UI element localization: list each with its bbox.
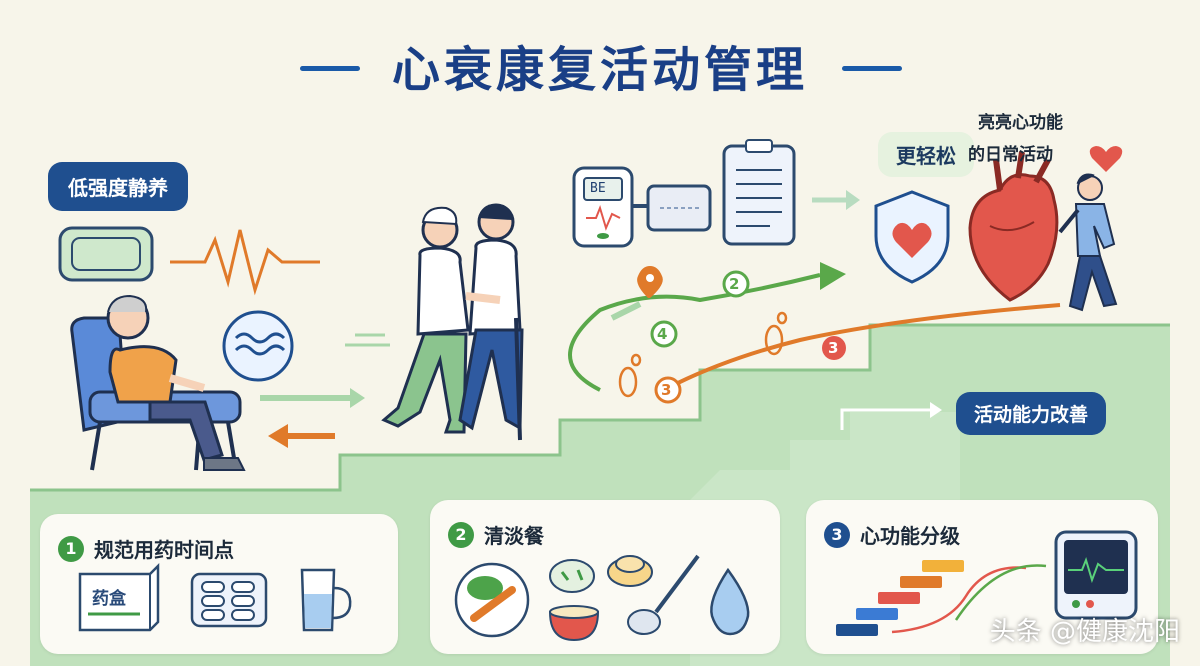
step-marker-3b [822,336,846,360]
title-right-rule [842,66,902,71]
card-2-number: 2 [448,521,474,548]
caption-bright-heart-line1: 亮亮心功能 [978,113,1063,133]
soup-bowl-icon [548,605,600,642]
card-3-title: 3 心功能分级 [824,520,960,549]
shield-heart-icon [874,190,950,284]
pill-blister-icon [190,572,268,628]
water-drop-icon [710,567,750,636]
footprint-icon [618,311,788,398]
bubble-activity-improved: 活动能力改善 [956,392,1107,435]
card-light-diet: 2 清淡餐 [430,500,780,654]
caption-bright-heart-line2: 的日常活动 [968,145,1053,165]
greens-bowl-icon [549,559,595,593]
breathing-icon [222,310,294,382]
card-medication-timing: 1 规范用药时间点 药盒 [40,514,398,654]
step-number-4: 4 [657,325,668,343]
title-left-rule [300,66,360,71]
card-2-icons [454,554,750,642]
cushion-icon [58,226,154,282]
heart-organ-icon [968,151,1059,302]
clipboard-icon [722,139,796,246]
steamed-bun-icon [607,555,653,587]
blood-pressure-monitor-icon [572,166,712,248]
card-1-title: 1 规范用药时间点 [58,534,234,563]
step-number-3a: 3 [661,381,672,399]
card-2-label: 清淡餐 [484,524,544,548]
bubble-lighter: 更轻松 [878,132,974,177]
location-pin-icon [637,266,663,298]
card-1-label: 规范用药时间点 [94,538,234,562]
card-3-icons [836,530,1138,636]
page-title: 心衰康复活动管理 [391,42,808,98]
orange-progress-path [659,303,1061,394]
walking-person-icon [1058,173,1118,312]
ecg-line-icon [170,229,320,296]
card-1-icons [78,562,352,632]
spoon-icon [627,554,700,635]
stair-edge [30,323,1170,492]
green-chevron-arrow [610,301,642,321]
step-marker-3a [654,376,682,404]
water-glass-icon [300,568,352,632]
vegetable-plate-icon [454,562,530,638]
step-marker-4 [650,320,678,348]
step-marker-2 [722,270,750,298]
medicine-box-icon [78,562,160,632]
ecg-monitor-icon [1054,530,1138,620]
monitor-display-text: BE [590,181,606,196]
card-3-number: 3 [824,521,850,548]
small-heart-icon [1089,146,1123,172]
card-1-number: 1 [58,535,84,562]
step-number-2: 2 [729,275,740,293]
nurse-assisting-patient-icon [381,203,524,441]
card-3-label: 心功能分级 [860,524,960,548]
grade-steps-icon [836,560,964,636]
watermark: 头条 @健康沈阳 [989,617,1180,647]
resting-elderly-person-icon [70,294,246,471]
trend-curve-icon [891,566,1027,634]
card-2-title: 2 清淡餐 [448,520,544,549]
bubble-low-intensity-rest: 低强度静养 [48,162,188,211]
card-heart-function-grade: 3 心功能分级 [806,500,1158,654]
medicine-box-text: 药盒 [92,589,126,609]
step-number-3b: 3 [828,339,839,357]
